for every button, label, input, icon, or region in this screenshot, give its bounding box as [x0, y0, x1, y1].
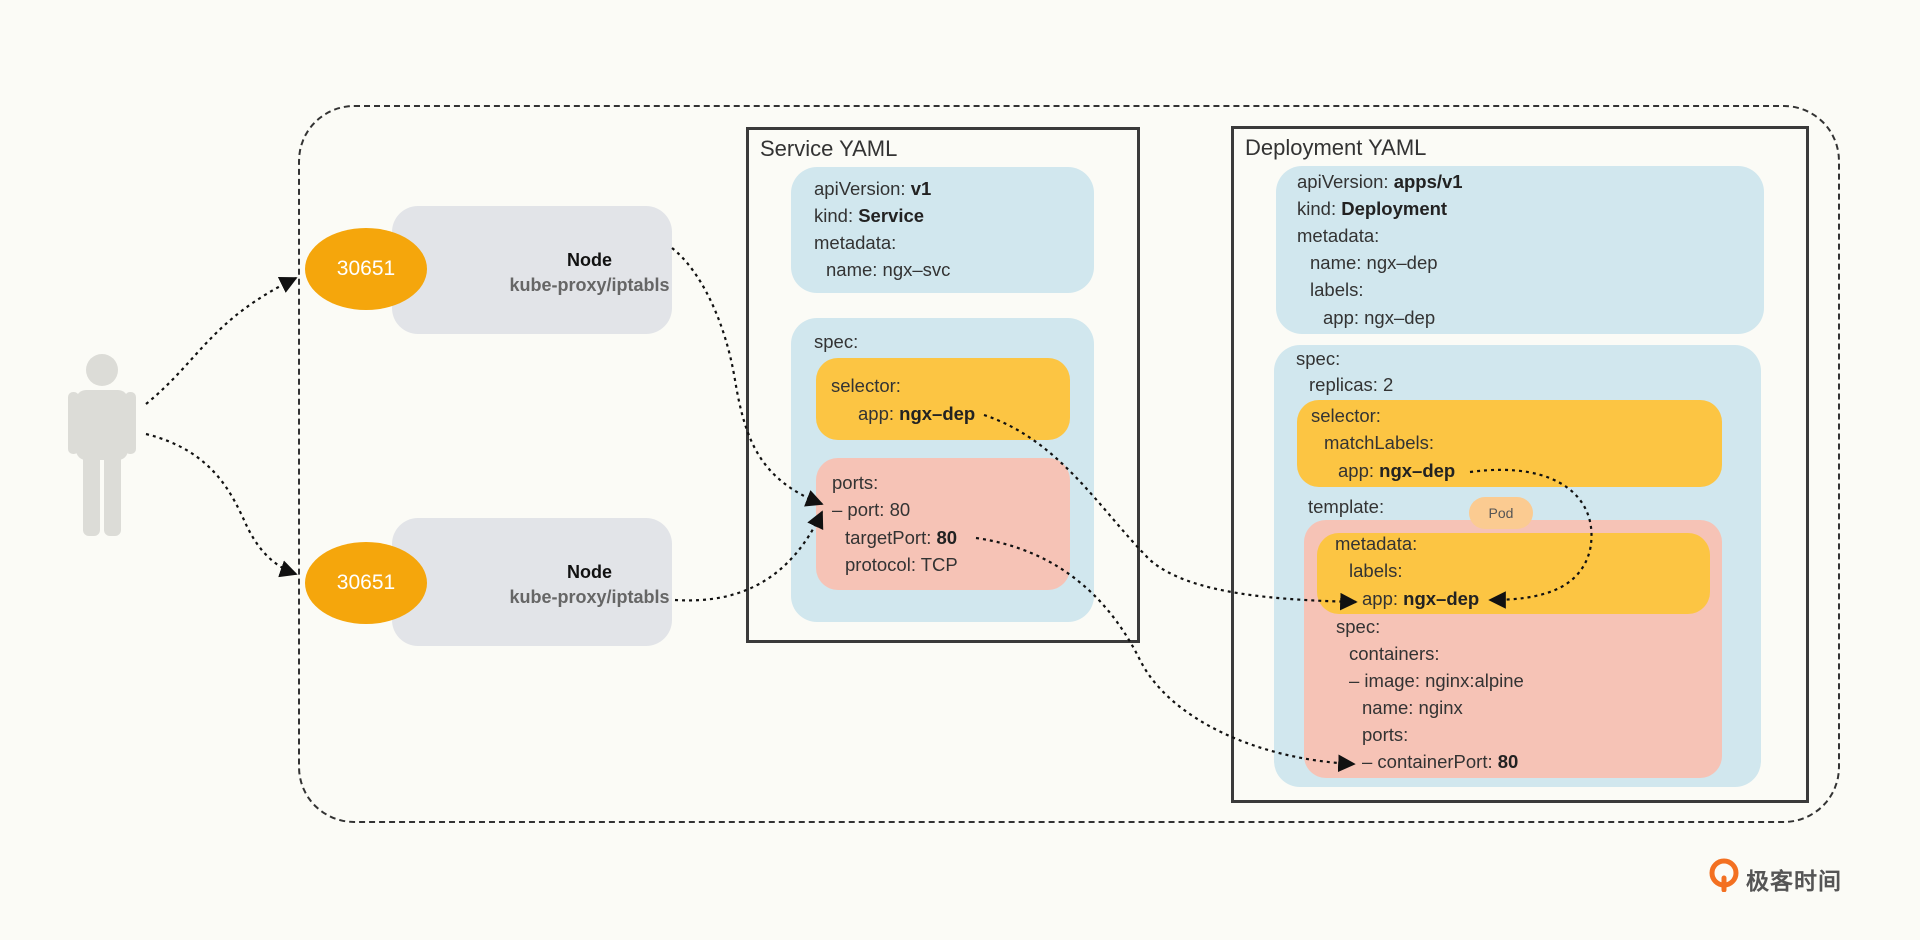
service-protocol: protocol: TCP: [845, 554, 958, 575]
service-apiversion: apiVersion: v1: [814, 178, 932, 199]
deployment-yaml-frame: [1231, 126, 1809, 803]
deployment-selector-box: [1297, 400, 1722, 487]
arrow-deployment-selector-to-pod-label: [1469, 468, 1593, 609]
deployment-name: name: ngx–dep: [1310, 252, 1438, 273]
service-ports: ports:: [832, 472, 879, 493]
node-port-badge-2: 30651: [305, 542, 427, 624]
service-metadata-box: [791, 167, 1094, 293]
service-selector-app: app: ngx–dep: [858, 403, 976, 424]
deployment-template: template:: [1308, 496, 1385, 517]
pod-container-ports: ports:: [1362, 724, 1409, 745]
service-selector-box: [816, 358, 1070, 440]
deployment-matchlabels: matchLabels:: [1324, 432, 1435, 453]
deployment-replicas: replicas: 2: [1309, 374, 1394, 395]
arrow-node-2-to-service-port: [674, 510, 824, 602]
deployment-labels: labels:: [1310, 279, 1364, 300]
service-yaml-frame: [746, 127, 1140, 643]
node-title: Node: [567, 250, 612, 270]
node-subtitle: kube-proxy/iptabls: [509, 275, 670, 295]
pod-container-name: name: nginx: [1362, 697, 1463, 718]
pod-container-image: – image: nginx:alpine: [1349, 670, 1524, 691]
deployment-spec: spec:: [1296, 348, 1341, 369]
service-spec: spec:: [814, 331, 859, 352]
service-port: – port: 80: [832, 499, 911, 520]
deployment-kind: kind: Deployment: [1297, 198, 1448, 219]
service-targetport: targetPort: 80: [845, 527, 958, 548]
service-yaml-title: Service YAML: [760, 136, 898, 161]
deployment-metadata: metadata:: [1297, 225, 1380, 246]
deployment-metadata-box: [1276, 166, 1764, 334]
deployment-apiversion: apiVersion: apps/v1: [1297, 171, 1463, 192]
brand-text: 极客时间: [1746, 868, 1842, 894]
pod-containers: containers:: [1349, 643, 1440, 664]
arrow-person-to-node-1: [145, 277, 298, 405]
service-selector: selector:: [831, 375, 901, 396]
service-kind: kind: Service: [814, 205, 925, 226]
service-name: name: ngx–svc: [826, 259, 951, 280]
deployment-selector-app: app: ngx–dep: [1338, 460, 1456, 481]
arrow-targetport-to-containerport: [975, 536, 1356, 773]
pod-metadata-box: [1317, 533, 1710, 614]
person-icon: [66, 352, 138, 538]
pod-label-app: app: ngx–dep: [1362, 588, 1480, 609]
node-subtitle: kube-proxy/iptabls: [509, 587, 670, 607]
service-ports-box: [816, 458, 1070, 590]
arrow-node-1-to-service-port: [671, 247, 824, 507]
deployment-yaml-title: Deployment YAML: [1245, 135, 1427, 160]
arrow-person-to-node-2: [145, 432, 298, 578]
cluster-boundary: [298, 105, 1840, 823]
deployment-selector: selector:: [1311, 405, 1381, 426]
pod-badge: Pod: [1469, 497, 1533, 529]
geektime-logo-icon: 极客时间: [1708, 858, 1858, 894]
arrow-service-selector-to-pod-label: [983, 413, 1358, 611]
node-title: Node: [567, 562, 612, 582]
node-box-2: Node kube-proxy/iptabls: [392, 518, 672, 646]
service-metadata: metadata:: [814, 232, 897, 253]
node-box-1: Node kube-proxy/iptabls: [392, 206, 672, 334]
pod-container-port: – containerPort: 80: [1362, 751, 1519, 772]
node-port-badge-1: 30651: [305, 228, 427, 310]
pod-metadata: metadata:: [1335, 533, 1418, 554]
pod-labels: labels:: [1349, 560, 1403, 581]
pod-spec: spec:: [1336, 616, 1381, 637]
deployment-label-app: app: ngx–dep: [1323, 307, 1436, 328]
